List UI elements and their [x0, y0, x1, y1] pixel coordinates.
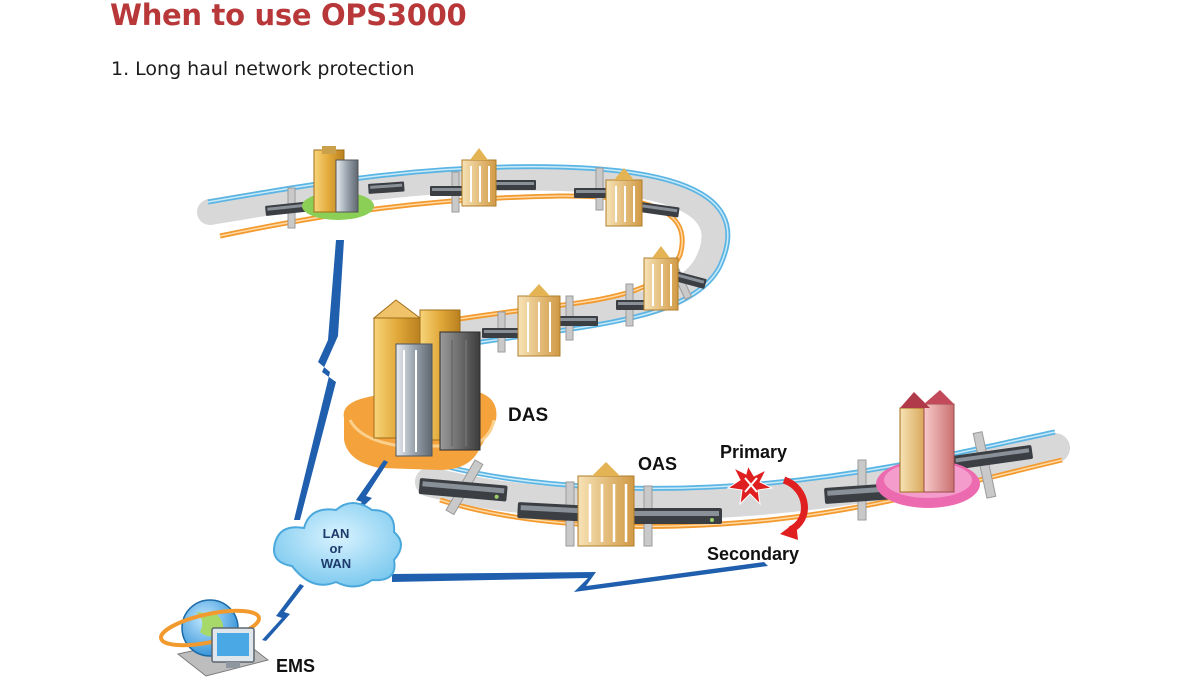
cloud-label-line3: WAN [321, 556, 351, 571]
secondary-label: Secondary [707, 544, 799, 564]
start-site [302, 146, 374, 220]
oas-building [577, 462, 635, 547]
ops-device [952, 445, 1033, 470]
ops-device [669, 270, 707, 289]
das-label: DAS [508, 405, 548, 426]
ops-device [638, 202, 680, 218]
das-site [343, 299, 497, 470]
management-links [262, 240, 768, 641]
route-buildings [461, 148, 679, 547]
ops-device [368, 181, 405, 194]
cloud-label-line1: LAN [323, 526, 350, 541]
end-site [876, 390, 980, 508]
lightning-bolt [344, 460, 388, 521]
protection-switch-arrow [780, 476, 808, 540]
page-title: When to use OPS3000 [110, 0, 467, 32]
oas-label: OAS [638, 454, 677, 474]
lightning-bolt [392, 562, 768, 592]
cloud-label-line2: or [330, 541, 343, 556]
lightning-bolt [262, 584, 304, 641]
ops-device [630, 508, 722, 524]
page-subtitle: 1. Long haul network protection [111, 58, 415, 80]
ems-workstation [159, 599, 270, 677]
monitor-icon [211, 627, 255, 668]
ops-device [552, 316, 598, 326]
small-building [643, 246, 679, 311]
ems-label: EMS [276, 656, 315, 676]
ops-device [418, 478, 508, 502]
ops-device [482, 328, 528, 338]
fault-marker [726, 464, 774, 506]
small-building [517, 284, 561, 357]
diagram-labels: DAS OAS Primary Secondary EMS [276, 405, 799, 676]
primary-label: Primary [720, 442, 787, 462]
lan-wan-cloud: LAN or WAN [273, 502, 402, 588]
small-building [605, 168, 643, 227]
ops-device [265, 201, 306, 216]
small-building [461, 148, 497, 207]
ops-device [492, 180, 536, 190]
lightning-bolt [294, 240, 344, 520]
